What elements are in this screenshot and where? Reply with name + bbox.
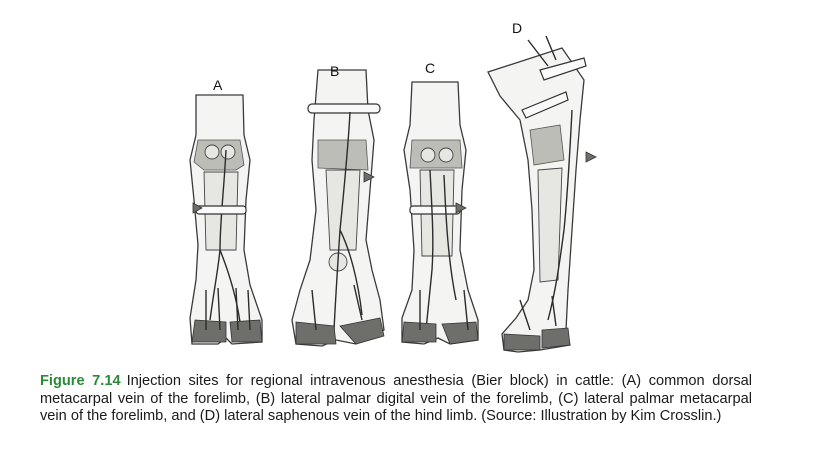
limb-c-drawing <box>401 81 479 345</box>
label-b: B <box>330 63 339 79</box>
label-a: A <box>213 77 223 93</box>
label-d: D <box>512 20 522 36</box>
limb-d-drawing <box>487 35 597 353</box>
label-c: C <box>425 60 435 76</box>
limb-b-drawing <box>291 69 385 347</box>
caption-text: Injection sites for regional intravenous… <box>40 373 752 425</box>
figure-number: Figure 7.14 <box>40 373 121 389</box>
figure-illustration: A B C D <box>189 20 597 353</box>
limb-a-drawing <box>189 94 263 345</box>
